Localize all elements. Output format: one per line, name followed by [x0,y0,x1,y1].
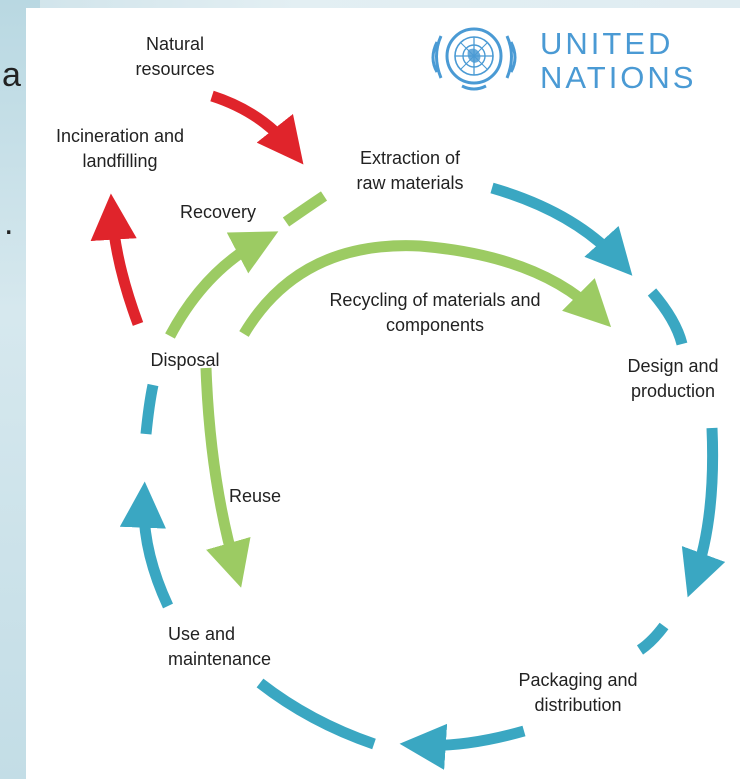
background-text-fragment: . [4,204,14,242]
arrow-natural-resources [210,90,304,165]
label-natural-resources: Natural resources [110,32,240,82]
arrow-packaging-to-use [399,723,526,770]
label-use: Use and maintenance [168,622,298,672]
label-recovery: Recovery [179,202,257,222]
recovery-dash-to-extraction [282,191,328,227]
arrow-recycling [239,240,612,337]
cycle-dash-packaging-top [636,622,669,655]
label-packaging: Packaging and distribution [508,668,648,718]
label-line: components [385,315,485,335]
arrow-disposal-to-incineration [90,193,144,326]
label-incineration: Incineration and landfilling [30,124,210,174]
label-line: Use and [168,624,236,644]
label-line: Packaging and [518,670,638,690]
label-design: Design and production [608,354,738,404]
label-line: Recycling of materials and [329,290,541,310]
logo-text-united: UNITED [540,26,674,61]
label-line: Natural [145,34,205,54]
arrow-design-to-packaging [681,427,726,598]
arrow-reuse [200,367,251,588]
label-line: Incineration and [55,126,185,146]
label-line: raw materials [356,173,464,193]
un-emblem-icon [431,27,517,91]
label-line: Design and [627,356,719,376]
label-line: maintenance [168,649,272,669]
label-extraction: Extraction of raw materials [325,146,495,196]
cycle-dash-use-bottom [256,678,376,750]
cycle-dash-disposal-bottom [140,383,159,435]
label-line: distribution [534,695,622,715]
label-recycling: Recycling of materials and components [300,288,570,338]
arrow-recovery [165,231,279,339]
arrow-extraction-to-design [490,182,633,276]
label-line: landfilling [82,151,158,171]
label-line: Extraction of [359,148,461,168]
cycle-dash-design-top [647,288,688,346]
label-reuse: Reuse [228,486,282,506]
diagram-panel [26,8,740,779]
label-disposal: Disposal [150,350,220,370]
logo-text-nations: NATIONS [540,60,697,95]
label-line: resources [135,59,215,79]
label-line: production [630,381,716,401]
background-text-fragment: a [2,56,21,94]
arrow-use-to-disposal [119,481,173,609]
